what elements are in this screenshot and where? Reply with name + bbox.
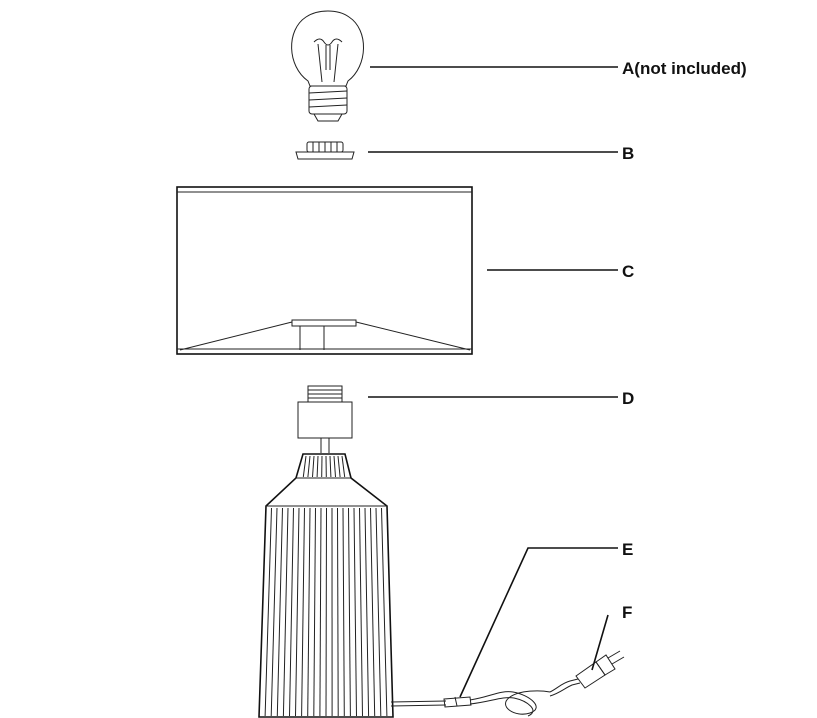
base-body-rib: [359, 507, 363, 717]
light-bulb-icon: [291, 10, 364, 122]
label-c: C: [622, 262, 634, 281]
base-body-rib: [370, 507, 376, 717]
base-top-rib: [329, 455, 332, 478]
shade-ring-icon: [295, 141, 355, 160]
switch-icon: [443, 696, 472, 708]
base-body-rib: [353, 507, 357, 717]
base-body-rib: [301, 507, 305, 717]
base-top-rib: [312, 455, 315, 478]
base-body-rib: [295, 507, 300, 717]
base-top-rib: [337, 455, 341, 478]
base-body-rib: [307, 507, 311, 717]
label-b: B: [622, 144, 634, 163]
base-top-rib: [307, 455, 311, 478]
base-body-rib: [325, 507, 327, 717]
label-a: A(not included): [622, 59, 747, 78]
base-body-rib: [289, 507, 294, 717]
label-d: D: [622, 389, 634, 408]
power-cord: [390, 678, 581, 717]
label-f: F: [622, 603, 632, 622]
base-top-rib: [316, 455, 319, 478]
leader-line-e: [459, 547, 618, 698]
leader-line-f: [591, 614, 609, 671]
label-e: E: [622, 540, 633, 559]
base-body-rib: [313, 507, 316, 717]
base-body-rib: [276, 507, 283, 717]
base-body-rib: [264, 507, 272, 717]
base-top-rib: [333, 455, 336, 478]
base-body-rib: [342, 507, 345, 717]
lamp-shade-icon: [176, 186, 473, 355]
base-body-rib: [375, 507, 382, 717]
base-body-rib: [337, 507, 339, 717]
base-body-rib: [381, 507, 388, 717]
plug-icon: [575, 650, 625, 689]
base-top-rib: [302, 455, 307, 478]
base-body-rib: [364, 507, 370, 717]
base-body-rib: [348, 507, 351, 717]
base-body-rib: [282, 507, 289, 717]
socket-icon: [297, 385, 353, 453]
base-top-rib: [341, 455, 346, 478]
lamp-base-icon: [258, 453, 394, 718]
base-body-rib: [319, 507, 322, 717]
base-body-rib: [270, 507, 278, 717]
